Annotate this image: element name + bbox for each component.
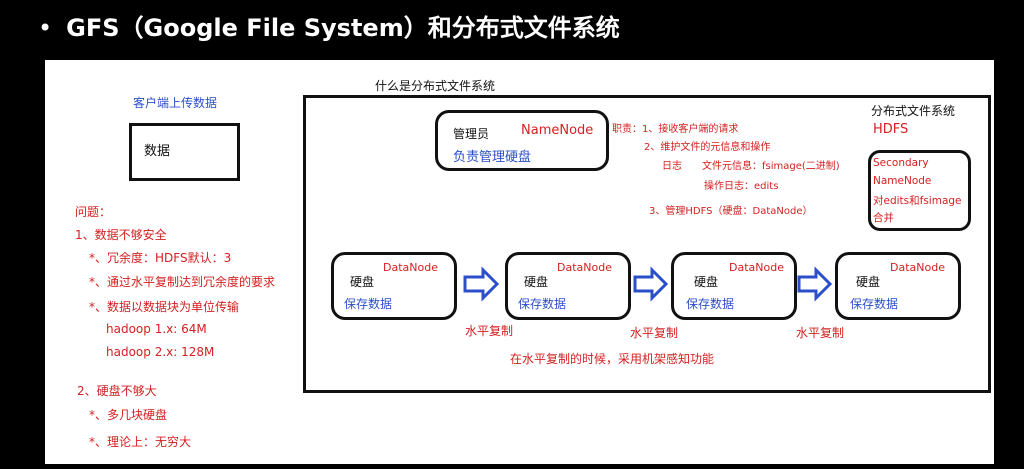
upload-label: 客户端上传数据 [133, 96, 218, 110]
datanode-desc-label: 保存数据 [344, 297, 393, 311]
secondary-line-1: Secondary [873, 157, 929, 169]
datanode-disk-label: 硬盘 [694, 275, 719, 289]
hdfs-label: HDFS [873, 122, 909, 137]
problem-1a: *、冗余度：HDFS默认：3 [89, 251, 232, 265]
duty-2: 2、维护文件的元信息和操作 [644, 142, 771, 153]
secondary-line-2: NameNode [873, 175, 932, 187]
datanode-disk-label: 硬盘 [524, 275, 549, 289]
problem-2: 2、硬盘不够大 [77, 384, 157, 398]
duty-log: 日志 [662, 161, 682, 172]
namenode-label: NameNode [521, 123, 594, 138]
data-box: 数据 [129, 123, 240, 181]
duty-3: 3、管理HDFS（硬盘：DataNode） [649, 206, 813, 217]
arrow-icon [463, 266, 500, 302]
datanode-name-label: DataNode [729, 261, 784, 274]
problem-2a: *、多几块硬盘 [89, 408, 168, 422]
problem-1b: *、通过水平复制达到冗余度的要求 [89, 275, 276, 289]
problem-2b: *、理论上：无穷大 [89, 435, 192, 449]
problem-1d: hadoop 1.x: 64M [106, 322, 207, 336]
datanode-name-label: DataNode [890, 261, 945, 274]
slide-title: • GFS（Google File System）和分布式文件系统 [38, 8, 620, 43]
arrow-icon [797, 266, 833, 302]
problem-1: 1、数据不够安全 [75, 228, 167, 242]
datanode-box-3: 硬盘 DataNode 保存数据 [671, 252, 797, 320]
manager-desc: 负责管理硬盘 [453, 150, 532, 165]
arrow-icon [633, 266, 669, 302]
datanode-name-label: DataNode [557, 261, 612, 274]
namenode-box: 管理员 NameNode 负责管理硬盘 [435, 110, 609, 171]
dfs-label: 分布式文件系统 [871, 104, 956, 118]
secondary-line-3: 对edits和fsimage [873, 195, 962, 207]
datanode-disk-label: 硬盘 [350, 275, 375, 289]
dfs-frame [303, 95, 991, 393]
slide-title-text: GFS（Google File System）和分布式文件系统 [66, 14, 620, 42]
secondary-namenode-box: Secondary NameNode 对edits和fsimage 合并 [868, 150, 971, 231]
problem-1e: hadoop 2.x: 128M [106, 345, 215, 359]
problem-heading: 问题： [75, 205, 112, 219]
replication-arrows [463, 266, 833, 302]
duty-2b: 操作日志：edits [704, 181, 779, 192]
diagram-heading: 什么是分布式文件系统 [375, 79, 496, 93]
datanode-box-2: 硬盘 DataNode 保存数据 [505, 252, 631, 320]
whiteboard-canvas: 客户端上传数据 数据 问题： 1、数据不够安全 *、冗余度：HDFS默认：3 *… [45, 60, 994, 464]
datanode-desc-label: 保存数据 [686, 297, 735, 311]
problem-1c: *、数据以数据块为单位传输 [89, 300, 240, 314]
datanode-box-4: 硬盘 DataNode 保存数据 [835, 252, 961, 320]
data-box-label: 数据 [144, 144, 171, 159]
rack-awareness-note: 在水平复制的时候，采用机架感知功能 [510, 352, 715, 366]
datanode-disk-label: 硬盘 [856, 275, 881, 289]
duty-2a: 文件元信息：fsimage(二进制) [702, 161, 840, 172]
datanode-name-label: DataNode [383, 261, 438, 274]
datanode-desc-label: 保存数据 [850, 297, 899, 311]
manager-label: 管理员 [453, 127, 490, 141]
datanode-box-1: 硬盘 DataNode 保存数据 [331, 252, 457, 320]
replication-label-3: 水平复制 [796, 326, 845, 340]
replication-label-1: 水平复制 [465, 324, 514, 338]
duty-1: 职责：1、接收客户端的请求 [612, 124, 739, 135]
replication-label-2: 水平复制 [630, 326, 679, 340]
bullet: • [38, 14, 53, 42]
secondary-line-4: 合并 [873, 212, 894, 224]
datanode-desc-label: 保存数据 [518, 297, 567, 311]
